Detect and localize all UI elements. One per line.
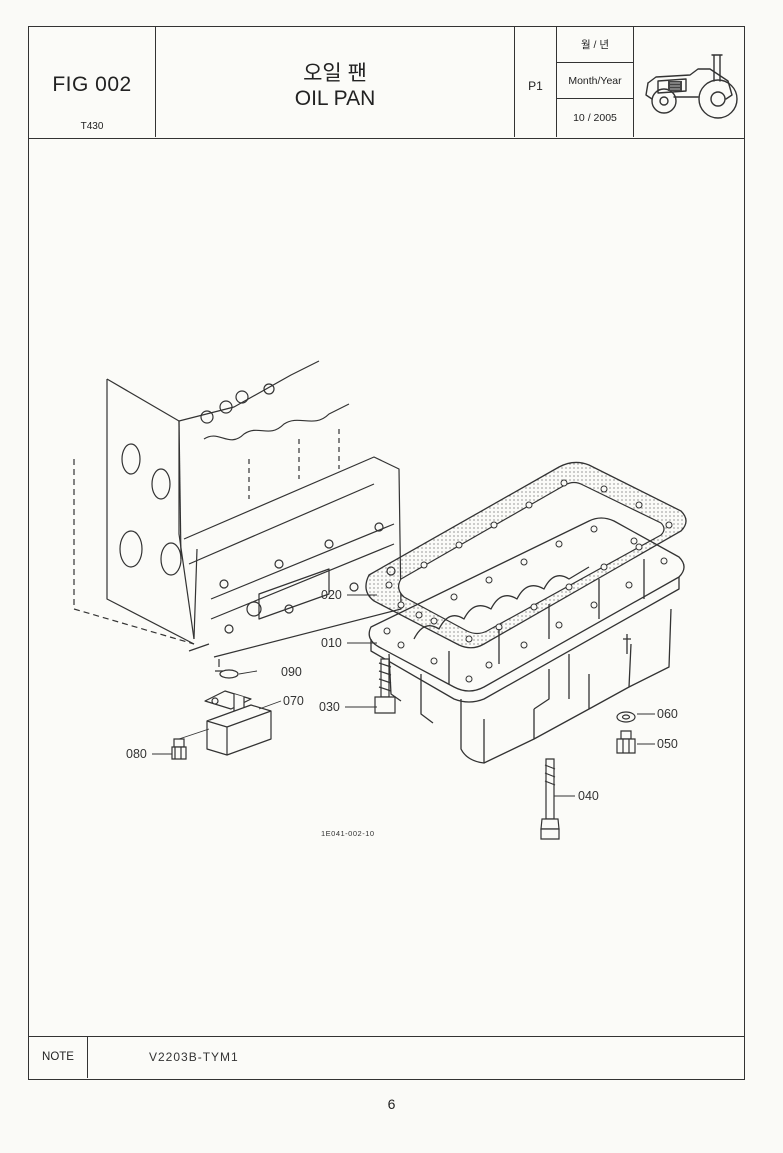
parts-drawing: 020 010 030 040 050 060 070 080 090 1E04… (29, 139, 744, 1036)
title-english: OIL PAN (294, 87, 376, 110)
date-label-english: Month/Year (557, 63, 633, 99)
strainer-070 (204, 690, 272, 756)
sheet-page: P1 (528, 79, 543, 93)
o-ring-090 (219, 669, 239, 679)
page-number: 6 (387, 1096, 396, 1112)
note-text: V2203B-TYM1 (149, 1050, 239, 1064)
callout-070: 070 (283, 694, 304, 708)
callout-030: 030 (319, 700, 340, 714)
bolt-040 (540, 758, 560, 840)
callout-090: 090 (281, 665, 302, 679)
gasket-020 (365, 461, 687, 649)
oil-pan-010 (368, 517, 685, 764)
plug-050 (616, 730, 636, 754)
callout-040: 040 (578, 789, 599, 803)
title-korean: 오일 팬 (303, 62, 367, 85)
engine-block (73, 360, 402, 672)
figure-cell: FIG 002 T430 (29, 27, 156, 137)
exploded-view: 020 010 030 040 050 060 070 080 090 1E04… (73, 360, 687, 840)
date-cell: 월 / 년 Month/Year 10 / 2005 (557, 27, 634, 137)
bolt-080 (171, 738, 187, 760)
callout-010: 010 (321, 636, 342, 650)
page-cell: P1 (515, 27, 557, 137)
parts-sheet: FIG 002 T430 오일 팬 OIL PAN P1 월 / 년 Month… (28, 26, 745, 1080)
bolt-030 (374, 658, 396, 714)
callout-050: 050 (657, 737, 678, 751)
model-code: T430 (80, 121, 104, 132)
callout-080: 080 (126, 747, 147, 761)
callout-060: 060 (657, 707, 678, 721)
tractor-image-cell (634, 27, 744, 137)
date-value: 10 / 2005 (573, 112, 617, 124)
tractor-icon (645, 54, 738, 119)
callout-020: 020 (321, 588, 342, 602)
date-label-korean: 월 / 년 (557, 27, 633, 63)
note-label: NOTE (29, 1037, 88, 1078)
figure-number: FIG 002 (52, 73, 132, 96)
header-block: FIG 002 T430 오일 팬 OIL PAN P1 월 / 년 Month… (29, 27, 744, 139)
drawing-id: 1E041-002-10 (321, 829, 375, 838)
title-cell: 오일 팬 OIL PAN (156, 27, 515, 137)
note-row: NOTE V2203B-TYM1 (29, 1036, 744, 1079)
washer-060 (616, 711, 636, 723)
